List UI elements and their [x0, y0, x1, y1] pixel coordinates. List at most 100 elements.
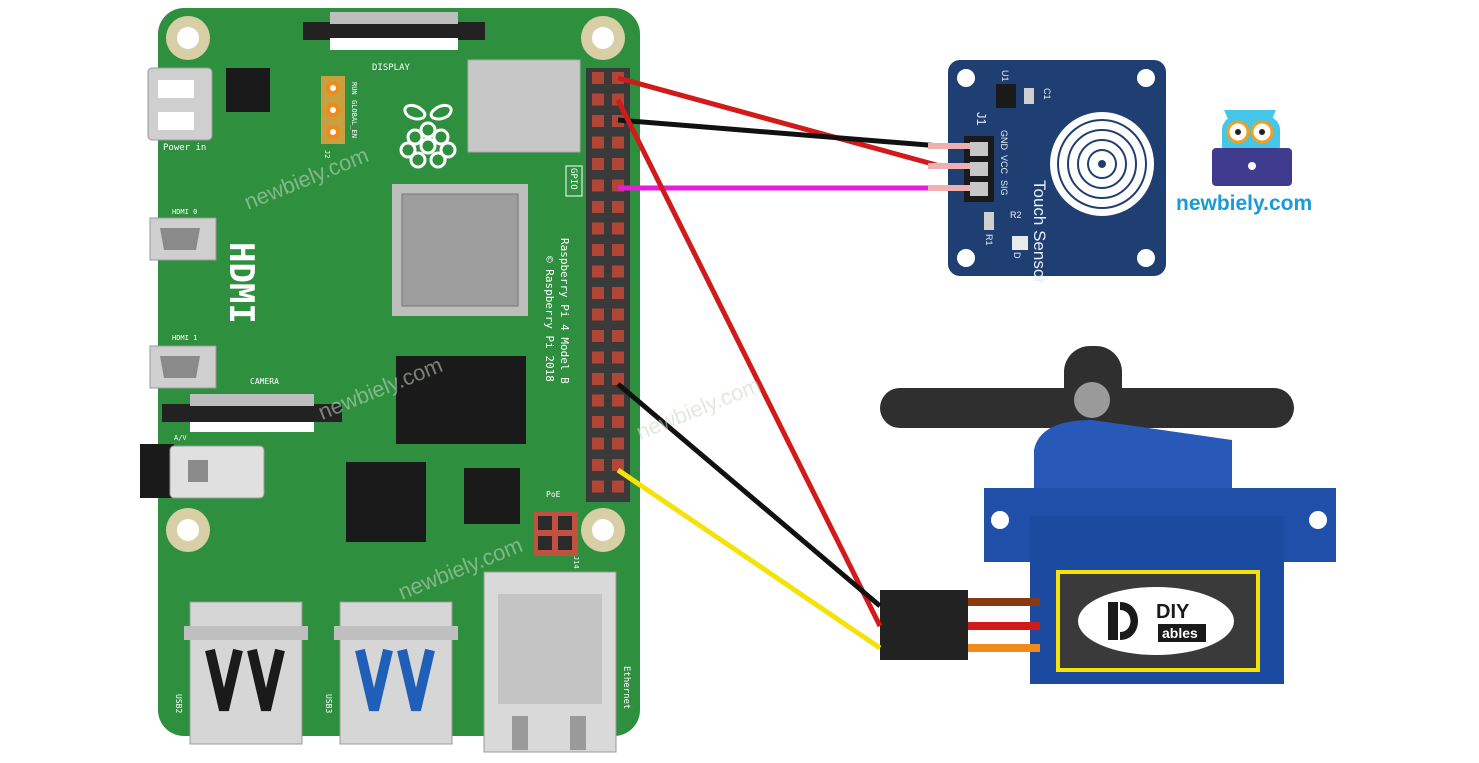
j2-label: J2	[323, 150, 331, 158]
gpio-pin	[592, 222, 604, 235]
wire-5v-to-servo	[615, 98, 883, 628]
av-jack: A/V	[140, 434, 265, 499]
usb3-port: USB3	[324, 601, 458, 745]
pmic-chip	[226, 68, 270, 112]
gpio-pin	[592, 115, 604, 127]
display-label: DISPLAY	[372, 63, 411, 73]
vcc-label: VCC	[999, 155, 1009, 175]
ethernet-port: Ethernet	[483, 571, 631, 753]
run-header: RUN GLOBAL_EN J2	[321, 76, 358, 158]
gpio-pin	[612, 416, 624, 428]
c1-label: C1	[1042, 88, 1052, 100]
watermark: newbiely.com	[633, 372, 764, 444]
gpio-pin	[592, 136, 604, 149]
gpio-pin	[592, 416, 604, 428]
gpio-pin	[612, 330, 624, 342]
gnd-label: GND	[999, 130, 1009, 151]
gpio-pin	[612, 222, 624, 235]
usb-controller-chip	[346, 462, 426, 542]
ram-chip	[396, 356, 526, 444]
gpio-pin	[592, 72, 604, 84]
camera-connector: CAMERA	[162, 377, 342, 432]
gpio-pin	[592, 265, 604, 278]
gpio-pin	[592, 201, 604, 213]
gpio-pin	[592, 158, 604, 170]
gpio-pin	[612, 201, 624, 213]
gpio-pin	[592, 437, 604, 450]
brand-diy: DIY	[1156, 601, 1190, 623]
j1-label: J1	[974, 112, 989, 126]
power-connector: Power in	[147, 67, 213, 153]
gpio-pin	[592, 459, 604, 471]
wire-gnd-to-sensor-gnd	[617, 117, 941, 149]
hdmi1-label: HDMI 1	[172, 334, 197, 342]
r2-label: R2	[1010, 210, 1022, 220]
poe-header: PoE J14	[534, 490, 580, 569]
model-line-2: © Raspberry Pi 2018	[543, 256, 556, 382]
hdmi0-port: HDMI 0	[149, 208, 217, 261]
gpio-pin	[612, 373, 624, 385]
usb2-port: USB2	[174, 601, 308, 745]
soc-chip	[392, 184, 528, 316]
usb2-label: USB2	[174, 694, 183, 713]
wire-gpio-to-servo-signal	[616, 467, 882, 651]
gpio-pin	[592, 373, 604, 385]
gpio-pin	[612, 308, 624, 321]
mounting-holes	[166, 16, 625, 552]
newbiely-brand: newbiely.com	[1176, 110, 1312, 215]
sensor-pin-leads	[928, 143, 970, 191]
hdmi-silkscreen: HDMI	[221, 242, 261, 324]
j14-label: J14	[572, 556, 580, 569]
gpio-pin	[612, 287, 624, 299]
gpio-pin	[612, 480, 624, 493]
gpio-pin	[592, 244, 604, 256]
gpio-pin	[612, 265, 624, 278]
hdmi1-port: HDMI 1	[149, 334, 217, 389]
gpio-pin	[592, 394, 604, 407]
sig-label: SIG	[999, 180, 1009, 196]
run-label: RUN	[350, 82, 358, 95]
gpio-pin	[612, 244, 624, 256]
servo-connector	[880, 590, 968, 660]
wire-5v-to-sensor-vcc	[617, 75, 941, 169]
servo-top	[1034, 420, 1232, 500]
wifi-module	[467, 59, 581, 153]
display-connector: DISPLAY	[303, 12, 485, 73]
gpio-pin	[592, 308, 604, 321]
gpio-pin	[612, 394, 624, 407]
ethernet-label: Ethernet	[621, 666, 631, 709]
touch-sensor-module: U1 C1 J1 GND VCC SIG R2 R1 D Touch Senso…	[948, 60, 1166, 284]
gpio-pin	[612, 136, 624, 149]
gpio-pin	[592, 287, 604, 299]
servo-cable	[880, 590, 1040, 660]
brand-name: newbiely.com	[1176, 192, 1312, 215]
touch-pad	[1050, 112, 1154, 216]
av-label: A/V	[174, 434, 187, 442]
camera-label: CAMERA	[250, 377, 279, 386]
brand-ables: ables	[1162, 625, 1198, 641]
wire-gnd-to-servo	[616, 382, 882, 608]
gpio-pin	[592, 330, 604, 342]
r1-label: R1	[984, 234, 994, 246]
gpio-pin	[612, 351, 624, 364]
gpio-label: GPIO	[568, 168, 578, 190]
raspberry-pi-board: DISPLAY Power in RUN GLOBAL_EN J2	[140, 8, 640, 753]
sensor-title: Touch Sensor	[1030, 180, 1049, 284]
gpio-pin	[592, 179, 604, 192]
gpio-header: GPIO	[565, 68, 630, 502]
gpio-pin	[592, 351, 604, 364]
ethernet-chip	[464, 468, 520, 524]
gpio-pin	[612, 437, 624, 450]
servo-motor: DIY ables	[880, 346, 1336, 684]
diyables-logo-icon: DIY ables	[1108, 601, 1206, 642]
hdmi0-label: HDMI 0	[172, 208, 197, 216]
u1-label: U1	[1000, 70, 1010, 82]
gpio-pin	[612, 459, 624, 471]
global-en-label: GLOBAL_EN	[350, 100, 358, 138]
gpio-pins	[592, 72, 624, 493]
usb3-label: USB3	[324, 694, 333, 713]
gpio-pin	[592, 93, 604, 106]
model-line-1: Raspberry Pi 4 Model B	[558, 238, 571, 384]
d-label: D	[1012, 252, 1022, 259]
